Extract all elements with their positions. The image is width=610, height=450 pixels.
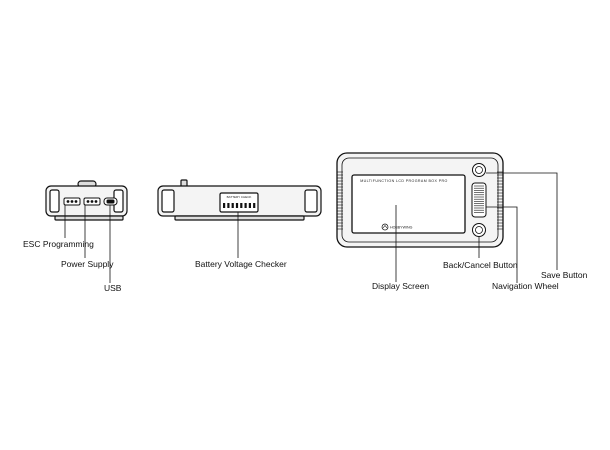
battery-check-connector: BATTERY CHECK [223,195,256,208]
power-supply-port [83,197,101,206]
navigation-wheel-label: Navigation Wheel [492,281,559,291]
brand-text: HOBBYWING [390,226,413,230]
display-screen [351,174,466,234]
back-cancel-button-label: Back/Cancel Button [443,260,518,270]
connector-pin [223,203,226,208]
connector-pin [235,203,239,208]
battery-check-text: BATTERY CHECK [227,195,252,199]
usb-label: USB [104,283,122,293]
usb-port [103,197,118,206]
navigation-wheel[interactable] [471,182,487,218]
save-button-label: Save Button [541,270,588,280]
connector-pin [227,203,230,208]
connector-pin [231,203,234,208]
screen-title: MULTIFUNCTION LCD PROGRAM BOX PRO [360,179,447,183]
battery-voltage-checker-label: Battery Voltage Checker [195,259,287,269]
battery-checker-view [157,179,322,221]
connector-pin [248,203,251,208]
power-supply-label: Power Supply [61,259,114,269]
brand-logo: HOBBYWING [381,223,413,231]
connector-pin [244,203,247,208]
front-view-body [336,152,504,248]
display-screen-label: Display Screen [372,281,430,291]
save-button[interactable] [472,163,486,177]
front-view-leader-lines [395,172,558,283]
connector-pin [253,203,256,208]
esc-programming-label: ESC Programming [23,239,94,249]
connector-pin [240,203,243,208]
right-grip [497,171,503,230]
back-cancel-button[interactable] [472,223,486,237]
esc-programming-port [63,197,81,206]
side-view-leader-lines [64,205,111,283]
left-grip [337,171,343,230]
